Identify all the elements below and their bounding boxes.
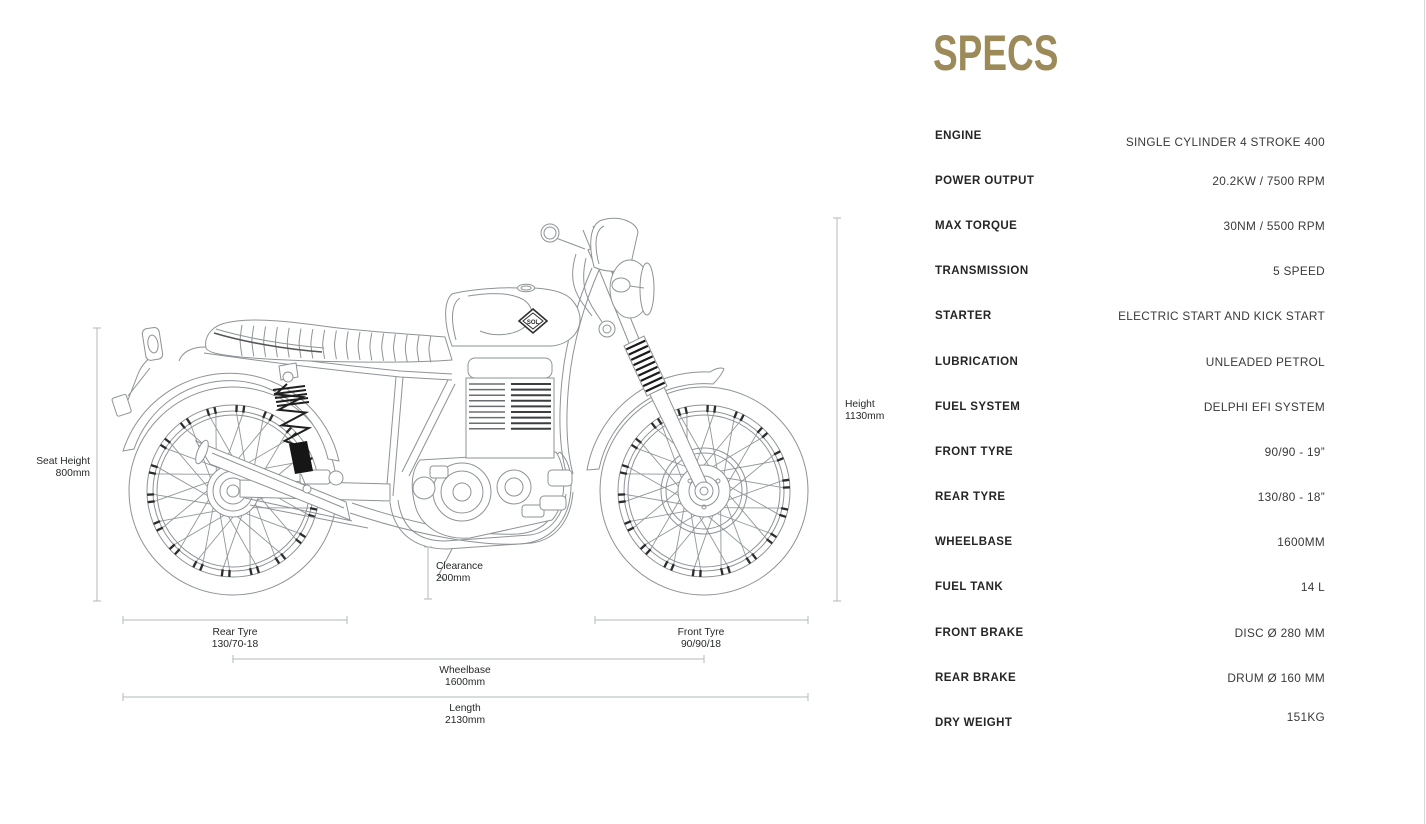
spec-label: STARTER [935, 310, 992, 323]
spec-row-engine: ENGINE SINGLE CYLINDER 4 STROKE 400 [935, 113, 1325, 158]
seat [205, 319, 453, 363]
spec-label: MAX TORQUE [935, 219, 1018, 232]
rear-tyre-label: Rear Tyre [212, 627, 257, 638]
wheelbase-value: 1600mm [445, 677, 485, 688]
spec-label: FRONT TYRE [935, 445, 1013, 458]
specs-heading: SPECS [933, 25, 1059, 81]
spec-row-wheelbase: WHEELBASE 1600MM [935, 520, 1325, 565]
spec-row-lubrication: LUBRICATION UNLEADED PETROL [935, 339, 1325, 384]
spec-row-fuel-system: FUEL SYSTEM DELPHI EFI SYSTEM [935, 384, 1325, 429]
spec-row-transmission: TRANSMISSION 5 SPEED [935, 249, 1325, 294]
turn-signal [611, 277, 631, 293]
engine-rocker-cover [467, 357, 553, 379]
cylinder-fins-front [511, 383, 551, 430]
spec-table: ENGINE SINGLE CYLINDER 4 STROKE 400 POWER… [935, 113, 1325, 746]
front-brake-disc [660, 447, 748, 535]
spec-row-rear-brake: REAR BRAKE DRUM Ø 160 MM [935, 655, 1325, 700]
spec-value: 130/80 - 18” [1257, 490, 1325, 505]
front-wheel-spokes [625, 412, 783, 570]
specs-panel: SPECS ENGINE SINGLE CYLINDER 4 STROKE 400… [933, 25, 1325, 729]
clearance-label: Clearance [436, 561, 483, 572]
rear-tyre-value: 130/70-18 [212, 639, 259, 650]
spec-label: FRONT BRAKE [935, 626, 1024, 639]
seat-height-value: 800mm [56, 468, 90, 479]
spec-row-dry-weight: DRY WEIGHT 151KG [935, 700, 1325, 745]
taillight [141, 327, 164, 361]
seat-height-label: Seat Height [36, 456, 90, 467]
spec-value: ELECTRIC START AND KICK START [1118, 309, 1325, 324]
front-axle [694, 481, 714, 501]
cylinder-fins-rear [469, 383, 505, 430]
spec-value: 1600MM [1277, 535, 1325, 550]
spec-label: FUEL SYSTEM [935, 400, 1021, 413]
spec-label: ENGINE [935, 129, 982, 142]
fork-slider [649, 386, 711, 495]
motorcycle-diagram: SOL [36, 217, 884, 726]
spec-value: 5 SPEED [1273, 264, 1325, 279]
spec-value: 151KG [1286, 710, 1325, 725]
side-stand [437, 548, 453, 577]
seat-piping [213, 332, 323, 353]
headlight-cluster [540, 217, 655, 323]
spec-row-fuel-tank: FUEL TANK 14 L [935, 565, 1325, 610]
page-right-border [1424, 0, 1425, 824]
spec-value: DISC Ø 280 MM [1234, 625, 1325, 640]
control-cable [572, 253, 593, 317]
spec-row-max-torque: MAX TORQUE 30NM / 5500 RPM [935, 203, 1325, 248]
spec-label: POWER OUTPUT [935, 174, 1035, 187]
horn [598, 320, 616, 338]
control-cable [583, 257, 603, 323]
spec-label: FUEL TANK [935, 581, 1004, 594]
tank-badge: SOL [517, 307, 549, 335]
spec-value: 14 L [1300, 580, 1325, 595]
engine [411, 357, 573, 539]
dimension-labels: Seat Height 800mm Height 1130mm Clearanc… [36, 399, 884, 726]
spec-row-rear-tyre: REAR TYRE 130/80 - 18” [935, 475, 1325, 520]
frame [389, 267, 616, 581]
spec-label: TRANSMISSION [935, 265, 1029, 278]
spec-row-starter: STARTER ELECTRIC START AND KICK START [935, 294, 1325, 339]
rear-reflector [111, 393, 132, 417]
headlight-rim [639, 262, 655, 316]
spec-label: REAR BRAKE [935, 671, 1017, 684]
wheelbase-label: Wheelbase [439, 665, 491, 676]
height-label: Height [845, 399, 875, 410]
spec-value: 20.2KW / 7500 RPM [1212, 173, 1325, 188]
front-sprocket-cover [412, 476, 436, 500]
front-tyre-label: Front Tyre [678, 627, 725, 638]
spec-label: LUBRICATION [935, 355, 1019, 368]
spec-label: WHEELBASE [935, 536, 1013, 549]
spec-label: DRY WEIGHT [935, 717, 1013, 730]
tank-badge-text: SOL [527, 320, 540, 326]
fork-gaiter-stripes [625, 339, 666, 393]
spec-value: DRUM Ø 160 MM [1227, 670, 1325, 685]
spec-value: 30NM / 5500 RPM [1223, 218, 1325, 233]
spec-value: 90/90 - 19” [1264, 444, 1325, 459]
shock-damper [289, 441, 313, 474]
mirror-stalk [555, 237, 586, 250]
fuel-tank: SOL [445, 283, 581, 347]
spec-row-front-tyre: FRONT TYRE 90/90 - 19” [935, 429, 1325, 474]
fuel-cap [517, 283, 535, 293]
height-value: 1130mm [845, 411, 884, 422]
front-wheel-spoke-nipples [618, 405, 790, 577]
rear-shock [272, 371, 313, 494]
dimension-lines [93, 217, 841, 701]
spec-value: DELPHI EFI SYSTEM [1203, 399, 1325, 414]
spec-value: SINGLE CYLINDER 4 STROKE 400 [1125, 134, 1325, 149]
clearance-value: 200mm [436, 573, 470, 584]
length-label: Length [449, 703, 481, 714]
length-value: 2130mm [445, 715, 485, 726]
spec-row-front-brake: FRONT BRAKE DISC Ø 280 MM [935, 610, 1325, 655]
spec-value: UNLEADED PETROL [1205, 354, 1325, 369]
spec-label: REAR TYRE [935, 491, 1006, 504]
flyscreen [590, 217, 639, 272]
front-tyre-value: 90/90/18 [681, 639, 721, 650]
spec-row-power-output: POWER OUTPUT 20.2KW / 7500 RPM [935, 158, 1325, 203]
carburettor [547, 469, 573, 487]
